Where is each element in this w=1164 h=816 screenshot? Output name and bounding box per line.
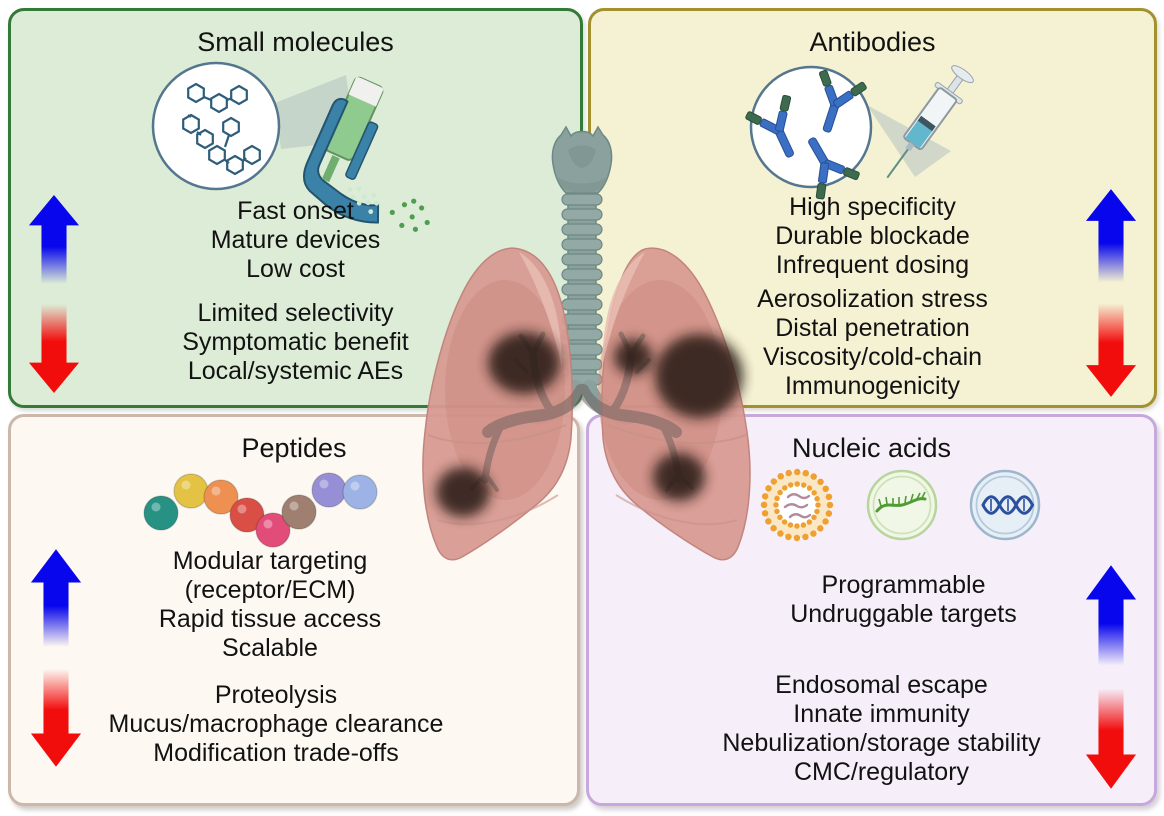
- bead-highlights: [151, 479, 360, 529]
- rna-ticks: [877, 491, 926, 507]
- quadrant-antibodies: Antibodies: [588, 8, 1157, 408]
- advantage-item: (receptor/ECM): [184, 576, 356, 604]
- dna-plasmid-icon: [969, 469, 1040, 541]
- nucleic-acid-illustrations: [619, 463, 1164, 547]
- advantage-item: Programmable: [821, 571, 986, 599]
- rna-cargo-strands: [783, 493, 811, 519]
- peptide-chain-illustration: [0, 457, 549, 549]
- advantages-list: Modular targeting (receptor/ECM) Rapid t…: [0, 547, 553, 663]
- mouthpiece-spray-dots: [347, 186, 379, 215]
- pro-con-arrows: [27, 193, 81, 395]
- advantage-item: Infrequent dosing: [775, 251, 970, 279]
- advantage-item: Low cost: [246, 255, 345, 283]
- advantage-item: Mature devices: [210, 226, 381, 254]
- antibody-syringe-illustration: [591, 55, 1154, 205]
- advantage-item: Durable blockade: [775, 222, 970, 250]
- magnifier-circle: [151, 61, 280, 191]
- limitation-item: Symptomatic benefit: [182, 328, 409, 356]
- quadrant-title: Antibodies: [809, 27, 936, 57]
- limitation-item: CMC/regulatory: [793, 758, 970, 786]
- molecules-inhaler-icon: [151, 61, 430, 232]
- advantage-item: Scalable: [222, 634, 318, 662]
- peptide-beads: [143, 472, 378, 548]
- limitation-item: Distal penetration: [775, 314, 970, 342]
- antibody-syringe-icon: [742, 65, 974, 203]
- dna-rungs: [989, 499, 1025, 511]
- limitations-list: Aerosolization stress Distal penetration…: [591, 285, 1154, 401]
- peptide-bead-chain-icon: [143, 472, 378, 548]
- inhaler-icon: [302, 76, 430, 232]
- limitation-item: Mucus/macrophage clearance: [108, 710, 444, 738]
- limitation-item: Immunogenicity: [784, 372, 961, 400]
- quadrant-small-molecules: Small molecules: [8, 8, 583, 408]
- nucleic-acid-icons: [760, 468, 1040, 542]
- quadrant-title: Peptides: [241, 433, 347, 463]
- limitations-list: Proteolysis Mucus/macrophage clearance M…: [0, 681, 559, 768]
- rna-strand-icon: [866, 469, 937, 541]
- limitation-item: Viscosity/cold-chain: [762, 343, 983, 371]
- lipid-nanoparticle-icon: [760, 468, 833, 542]
- advantages-list: Fast onset Mature devices Low cost: [11, 197, 580, 284]
- limitations-list: Endosomal escape Innate immunity Nebuliz…: [599, 671, 1164, 787]
- advantages-list: Programmable Undruggable targets: [621, 571, 1164, 629]
- advantage-item: Modular targeting: [172, 547, 368, 575]
- limitation-item: Limited selectivity: [197, 299, 394, 327]
- limitation-item: Aerosolization stress: [757, 285, 988, 313]
- limitation-item: Endosomal escape: [775, 671, 988, 699]
- advantage-item: Fast onset: [237, 197, 354, 225]
- spray-dots: [389, 198, 430, 232]
- limitation-item: Modification trade-offs: [153, 739, 399, 767]
- needle: [885, 148, 909, 179]
- advantages-list: High specificity Durable blockade Infreq…: [591, 193, 1154, 280]
- dna-helix: [981, 495, 1034, 515]
- advantage-item: Rapid tissue access: [158, 605, 382, 633]
- quadrant-title: Small molecules: [197, 27, 394, 57]
- pro-con-arrows: [1084, 187, 1138, 399]
- limitation-item: Innate immunity: [793, 700, 970, 728]
- inhaler-body: [302, 97, 379, 224]
- canister-cap: [347, 77, 383, 107]
- advantage-item: High specificity: [789, 193, 956, 221]
- molecules-inhaler-illustration: [11, 51, 580, 232]
- limitations-list: Limited selectivity Symptomatic benefit …: [11, 299, 580, 386]
- syringe-icon: [885, 65, 974, 179]
- quadrant-nucleic-acids: Nucleic acids: [586, 414, 1157, 806]
- pro-con-arrows: [1084, 563, 1138, 791]
- inhaler-stem: [321, 155, 340, 183]
- limitation-item: Nebulization/storage stability: [722, 729, 1041, 757]
- advantage-item: Undruggable targets: [790, 600, 1017, 628]
- quadrant-title: Nucleic acids: [791, 433, 952, 463]
- quadrant-peptides: Peptides: [8, 414, 580, 806]
- pro-con-arrows: [29, 547, 83, 769]
- limitation-item: Proteolysis: [214, 681, 338, 709]
- molecule-structures: [181, 82, 261, 176]
- limitation-item: Local/systemic AEs: [187, 357, 404, 385]
